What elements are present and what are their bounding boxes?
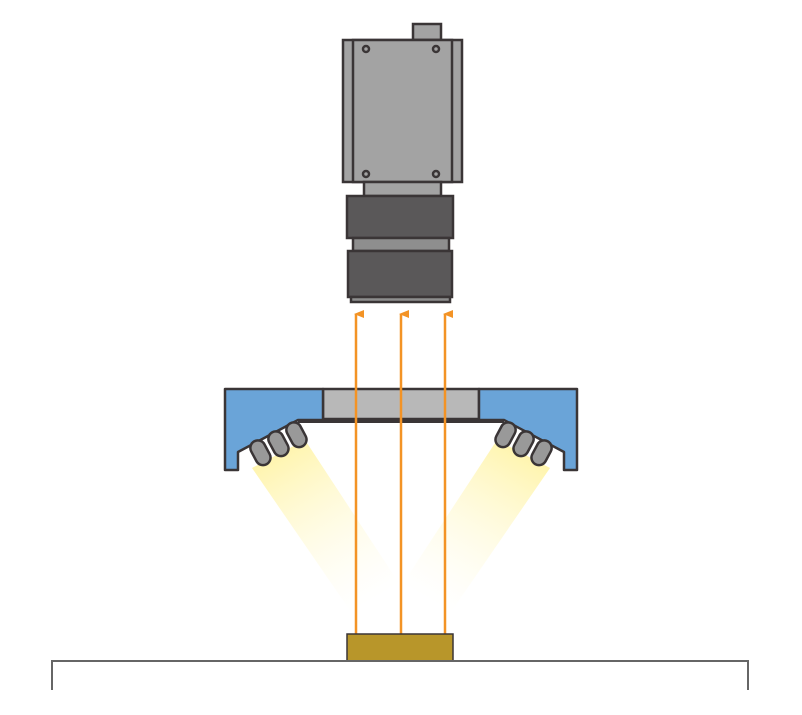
screw-icon	[361, 169, 371, 179]
stage	[51, 660, 749, 690]
reflected-rays	[354, 310, 453, 634]
led-group-left	[249, 421, 308, 467]
led-icon	[249, 439, 272, 467]
light-beam-left	[252, 440, 410, 625]
lens-ring-upper	[345, 194, 455, 240]
light-beam-right	[392, 440, 550, 625]
lens-ring-lower	[346, 249, 454, 299]
camera-top-connector	[411, 22, 443, 42]
led-icon	[530, 439, 553, 467]
lens-front	[349, 295, 452, 304]
led-icon	[494, 421, 517, 449]
led-icon	[285, 421, 308, 449]
led-icon	[267, 430, 290, 458]
screw-icon	[431, 169, 441, 179]
camera	[341, 22, 464, 304]
led-icon	[512, 430, 535, 458]
lens-band	[351, 236, 451, 253]
lens-mount	[362, 180, 443, 198]
led-group-right	[494, 421, 553, 467]
screw-icon	[361, 44, 371, 54]
inspected-object	[346, 633, 454, 662]
screw-icon	[431, 44, 441, 54]
camera-body	[351, 38, 454, 184]
